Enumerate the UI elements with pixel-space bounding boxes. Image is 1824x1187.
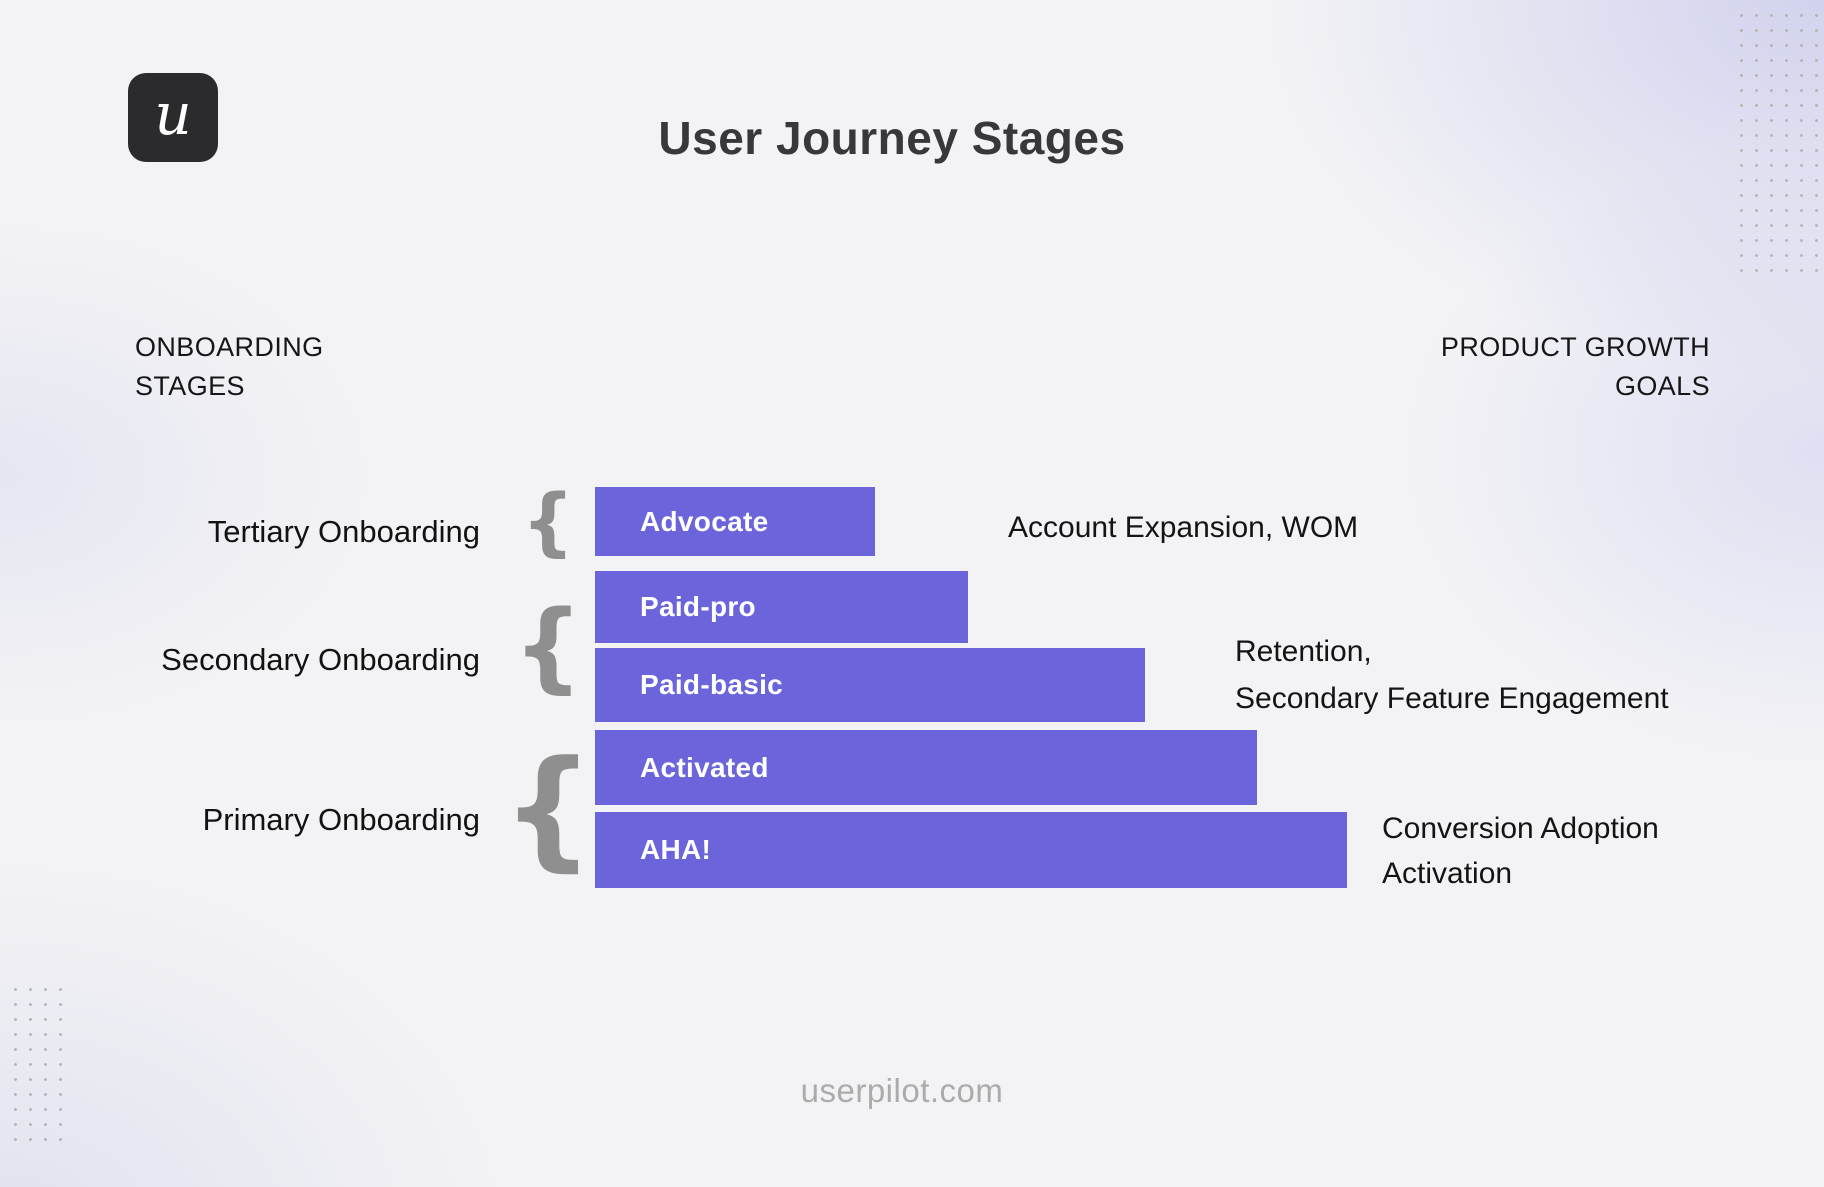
stage-bar-advocate: Advocate (595, 487, 875, 556)
growth-goal-line: Account Expansion, WOM (1008, 511, 1359, 544)
stage-bar-paid-pro: Paid-pro (595, 571, 968, 643)
userpilot-logo-letter-icon: u (154, 79, 192, 148)
stage-bar-label: Advocate (640, 505, 769, 537)
footer-site-url: userpilot.com (800, 1072, 1004, 1109)
stage-bar-label: Paid-pro (640, 591, 756, 622)
growth-goal-account-expansion: Account Expansion, WOM (1008, 508, 1358, 548)
growth-goal-retention: Retention, Secondary Feature Engagement (1235, 628, 1669, 722)
brace-icon: { (513, 590, 583, 704)
stage-bar-label: AHA! (640, 834, 712, 865)
dot-grid-top-right (1734, 8, 1822, 276)
page-title: User Journey Stages (658, 111, 1126, 164)
growth-goal-line: Retention, (1235, 635, 1372, 668)
growth-goal-conversion: Conversion Adoption Activation (1382, 806, 1659, 896)
growth-goal-line: Conversion Adoption (1382, 812, 1659, 845)
column-header-onboarding-stages: ONBOARDING STAGES (135, 332, 324, 401)
stage-bar-activated: Activated (595, 730, 1257, 805)
growth-goal-line: Activation (1382, 857, 1513, 890)
brace-icon: { (501, 732, 595, 884)
group-label-secondary-onboarding: Secondary Onboarding (161, 642, 480, 677)
group-label-tertiary-onboarding: Tertiary Onboarding (207, 514, 480, 549)
stage-bar-label: Activated (640, 751, 769, 783)
stage-bar-paid-basic: Paid-basic (595, 648, 1145, 722)
stage-bar-label: Paid-basic (640, 669, 784, 700)
userpilot-logo: u (128, 73, 218, 162)
column-header-product-growth-goals: PRODUCT GROWTH GOALS (1440, 332, 1710, 401)
growth-goal-line: Secondary Feature Engagement (1235, 682, 1669, 715)
brace-icon: { (521, 479, 575, 565)
group-label-primary-onboarding: Primary Onboarding (202, 802, 480, 837)
dot-grid-bottom-left (8, 982, 72, 1150)
stage-bar-aha: AHA! (595, 812, 1347, 888)
